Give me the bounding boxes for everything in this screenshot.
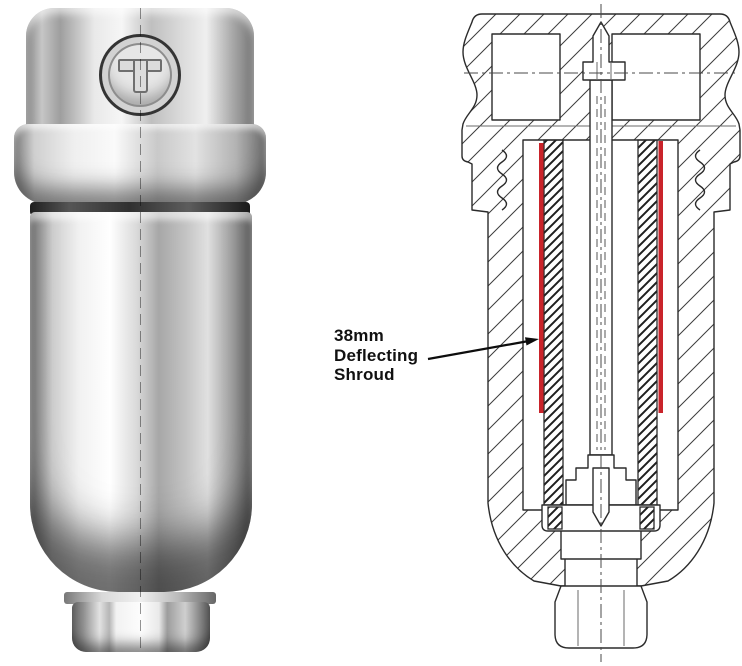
thread-right — [694, 149, 706, 211]
render-cap-collar — [14, 124, 266, 204]
arrow-line — [427, 340, 527, 361]
deflecting-shroud-left — [539, 143, 544, 413]
hex-facets — [577, 590, 625, 646]
inner-tube-right — [637, 139, 658, 506]
annotation-line-2: Deflecting — [334, 345, 419, 365]
render-cylinder-body — [30, 212, 252, 592]
product-render — [0, 0, 300, 666]
annotation-label: 38mm Deflecting Shroud — [334, 326, 454, 385]
top-nut-facets — [596, 62, 612, 80]
deflecting-shroud-right — [658, 141, 663, 413]
annotation-line-1: 38mm — [334, 326, 384, 345]
inner-tube-left — [543, 139, 564, 506]
section-view — [461, 4, 741, 662]
thread-left — [496, 149, 508, 211]
cup-seal-left — [547, 506, 563, 530]
render-nut-step — [64, 592, 216, 604]
top-bolt — [582, 21, 626, 81]
cup-seal-right — [639, 506, 655, 530]
render-inspection-port — [99, 34, 181, 116]
annotation-line-3: Shroud — [334, 365, 395, 384]
arrow-head — [525, 337, 539, 346]
annotation-arrow — [427, 337, 539, 361]
render-centerline — [140, 8, 141, 654]
port-slot-stem — [133, 61, 148, 93]
render-hex-nut — [72, 602, 210, 652]
